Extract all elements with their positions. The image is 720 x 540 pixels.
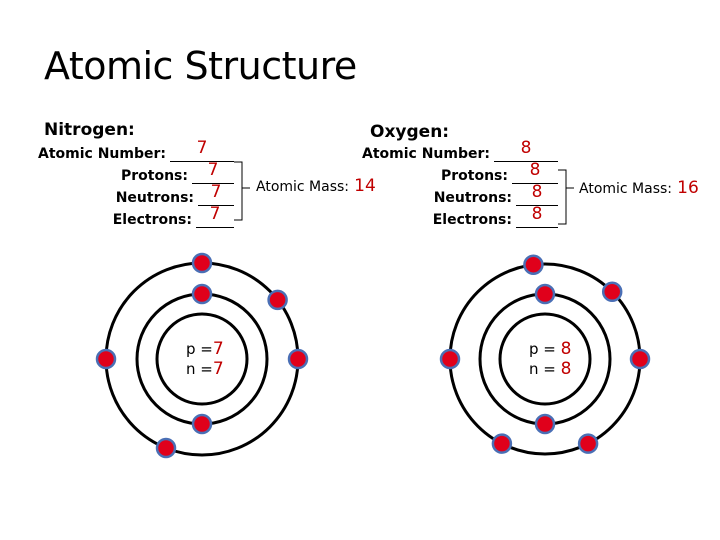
oxygen-nucleus-ring — [498, 312, 592, 406]
nitrogen-electron-shell1-1 — [191, 283, 213, 305]
protons-label: Protons: — [121, 168, 188, 184]
oxygen-electron-shell2-4 — [629, 348, 651, 370]
nitrogen-electrons-value: 7 — [209, 204, 221, 224]
oxygen-electron-shell2-2 — [601, 281, 623, 303]
n-label: n = — [186, 360, 213, 378]
oxygen-atomic-mass-value: 16 — [677, 178, 699, 198]
nitrogen-neutrons-blank: 7 — [198, 183, 234, 206]
nitrogen-mass: Atomic Mass: 14 — [256, 176, 376, 196]
nitrogen-protons-blank: 7 — [192, 161, 234, 184]
oxygen-electrons-row: Electrons: 8 — [360, 205, 558, 228]
oxygen-nucleus-label: p = 8 n = 8 — [529, 339, 571, 379]
oxygen-nucleus-p-value: 8 — [560, 339, 572, 359]
oxygen-electrons-blank: 8 — [516, 205, 558, 228]
nitrogen-neutrons-row: Neutrons: 7 — [36, 183, 234, 206]
nitrogen-electrons-row: Electrons: 7 — [36, 205, 234, 228]
nitrogen-atomic-mass-value: 14 — [354, 176, 376, 196]
nitrogen-atomic-number-row: Atomic Number: 7 — [36, 139, 234, 162]
p-label: p = — [529, 340, 556, 358]
oxygen-electron-shell1-1 — [534, 283, 556, 305]
nitrogen-neutrons-value: 7 — [210, 182, 222, 202]
atomic-number-label: Atomic Number: — [38, 146, 166, 162]
oxygen-neutrons-row: Neutrons: 8 — [360, 183, 558, 206]
nitrogen-electron-shell2-5 — [155, 437, 177, 459]
atomic-mass-label: Atomic Mass: — [579, 181, 673, 197]
nitrogen-heading: Nitrogen: — [44, 120, 135, 140]
nitrogen-nucleus-ring — [155, 312, 249, 406]
page-title: Atomic Structure — [44, 44, 357, 88]
oxygen-protons-blank: 8 — [512, 161, 558, 184]
oxygen-neutrons-value: 8 — [531, 182, 543, 202]
nitrogen-protons-row: Protons: 7 — [36, 161, 234, 184]
nitrogen-atomic-number-blank: 7 — [170, 139, 234, 162]
neutrons-label: Neutrons: — [115, 190, 194, 206]
oxygen-neutrons-blank: 8 — [516, 183, 558, 206]
electrons-label: Electrons: — [112, 212, 192, 228]
p-label: p = — [186, 340, 213, 358]
oxygen-protons-value: 8 — [529, 160, 541, 180]
oxygen-electron-shell2-6 — [577, 433, 599, 454]
nitrogen-info: Atomic Number: 7 Protons: 7 Neutrons: 7 … — [36, 139, 234, 228]
atomic-number-label: Atomic Number: — [362, 146, 490, 162]
neutrons-label: Neutrons: — [433, 190, 512, 206]
nitrogen-bracket — [234, 161, 250, 221]
oxygen-electron-shell2-3 — [439, 348, 461, 370]
oxygen-electron-shell1-2 — [534, 413, 556, 435]
oxygen-mass: Atomic Mass: 16 — [579, 178, 699, 198]
nitrogen-electron-shell2-4 — [287, 348, 309, 370]
nitrogen-electron-shell2-1 — [191, 252, 213, 274]
oxygen-atomic-number-row: Atomic Number: 8 — [360, 139, 558, 162]
nitrogen-electron-shell1-2 — [191, 413, 213, 435]
protons-label: Protons: — [441, 168, 508, 184]
oxygen-info: Atomic Number: 8 Protons: 8 Neutrons: 8 … — [360, 139, 558, 228]
nitrogen-electrons-blank: 7 — [196, 205, 234, 228]
nitrogen-electron-shell2-2 — [267, 289, 288, 311]
oxygen-electrons-value: 8 — [531, 204, 543, 224]
electrons-group — [95, 252, 651, 459]
oxygen-electron-shell2-1 — [523, 254, 544, 275]
nitrogen-atomic-number-value: 7 — [196, 138, 208, 158]
oxygen-nucleus-n-value: 8 — [560, 359, 572, 379]
oxygen-protons-row: Protons: 8 — [360, 161, 558, 184]
nitrogen-nucleus-n-value: 7 — [212, 359, 224, 379]
nitrogen-protons-value: 7 — [207, 160, 219, 180]
atomic-mass-label: Atomic Mass: — [256, 179, 350, 195]
nitrogen-nucleus-p-value: 7 — [212, 339, 224, 359]
n-label: n = — [529, 360, 556, 378]
nitrogen-electron-shell2-3 — [95, 348, 117, 370]
oxygen-atomic-number-blank: 8 — [494, 139, 558, 162]
oxygen-bracket — [558, 169, 574, 225]
oxygen-atomic-number-value: 8 — [520, 138, 532, 158]
nitrogen-nucleus-label: p =7 n =7 — [186, 339, 224, 379]
oxygen-electron-shell2-5 — [491, 433, 513, 454]
electrons-label: Electrons: — [432, 212, 512, 228]
oxygen-heading: Oxygen: — [370, 122, 450, 142]
